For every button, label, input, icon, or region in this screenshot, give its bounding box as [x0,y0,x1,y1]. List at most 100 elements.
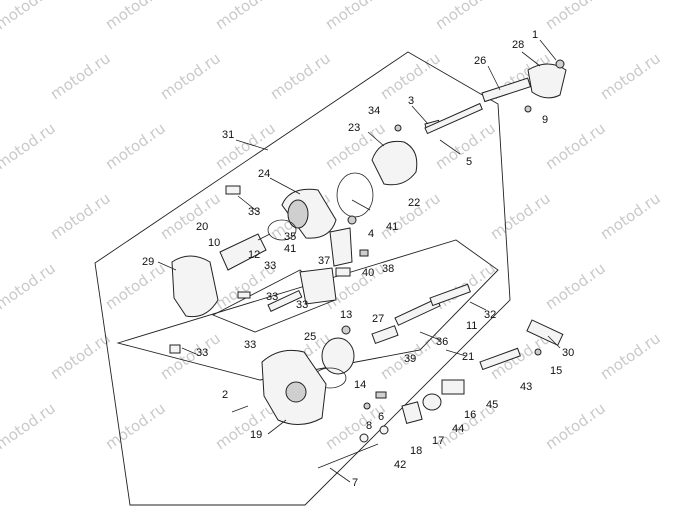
callout-34: 34 [368,105,380,117]
callout-33b: 33 [264,260,276,272]
idler-gear-part [401,401,423,424]
watermark-text: motod.ru [102,259,169,313]
callout-21: 21 [462,351,474,363]
watermark-text: motod.ru [542,119,609,173]
washer-part-18 [379,425,389,435]
terminal-bolt-part [359,249,369,257]
callout-36: 36 [436,336,448,348]
callout-29: 29 [142,256,154,268]
watermark-text: motod.ru [542,399,609,453]
callout-39: 39 [404,353,416,365]
callout-labels: 1 2 3 4 5 6 7 8 9 10 11 12 13 14 15 16 1… [142,29,574,489]
watermark-text: motod.ru [102,399,169,453]
callout-24: 24 [258,168,270,180]
lever-shaft-part [481,77,532,103]
callout-27: 27 [372,313,384,325]
callout-4: 4 [368,228,374,240]
small-bearing-part [169,344,181,354]
end-cap-part [527,63,567,99]
watermark-text: motod.ru [102,119,169,173]
bolt-part-6 [375,391,387,399]
parts [169,59,567,469]
callout-33a: 33 [248,206,260,218]
washer-part-9 [524,105,532,113]
armature-part [219,233,267,271]
callout-45: 45 [486,399,498,411]
callout-42: 42 [394,459,406,471]
callout-33f: 33 [296,299,308,311]
callout-28: 28 [512,39,524,51]
long-bolt-part [317,443,379,469]
callout-11: 11 [466,320,477,332]
insulator-part [335,267,351,277]
callout-3: 3 [408,95,414,107]
gasket-plate-part [299,267,337,305]
callout-43: 43 [520,381,532,393]
brush-part [225,185,241,195]
callout-6: 6 [378,411,384,423]
callout-14: 14 [354,379,366,391]
callout-2: 2 [222,389,228,401]
callout-32: 32 [484,309,496,321]
callout-26: 26 [474,55,486,67]
watermark-text: motod.ru [322,0,389,33]
callout-41a: 41 [386,221,398,233]
callout-25: 25 [304,331,316,343]
callout-10: 10 [208,237,220,249]
watermark-text: motod.ru [542,0,609,33]
callout-9: 9 [542,114,548,126]
idler-shaft-part [479,347,521,371]
through-rod-part [424,102,483,135]
callout-13: 13 [340,309,352,321]
watermark-text: motod.ru [597,189,664,243]
armature-shaft [257,233,271,241]
callout-33d: 33 [196,347,208,359]
callout-12: 12 [248,249,260,261]
watermark-text: motod.ru [47,49,114,103]
callout-19: 19 [250,429,262,441]
watermark-text: motod.ru [212,0,279,33]
screw-part-34 [394,124,402,132]
callout-15: 15 [550,365,562,377]
callout-40: 40 [362,267,374,279]
spring-part-27 [371,325,399,345]
callout-33e: 33 [244,339,256,351]
pinion-gear-part [321,337,355,375]
nut-part-4 [347,215,357,225]
callout-35: 35 [284,231,296,243]
screw-part-2 [231,405,249,413]
spring-part-44 [422,393,442,411]
clutch-shaft-part [429,283,471,307]
callout-20: 20 [196,221,208,233]
brush-spring-part [237,291,251,299]
retainer-part-13 [341,325,351,335]
callout-31: 31 [222,129,234,141]
frame-outer [94,51,511,506]
watermark-text: motod.ru [597,49,664,103]
watermark-text: motod.ru [47,329,114,383]
callout-7: 7 [352,477,358,489]
watermark-text: motod.ru [102,0,169,33]
callout-41b: 41 [284,243,296,255]
brush-holder-part [371,140,418,186]
callout-5: 5 [466,156,472,168]
washer-part-8 [363,402,371,410]
watermark-text: motod.ru [0,0,59,33]
washer-part-42 [359,433,369,443]
callout-8: 8 [366,420,372,432]
drive-housing-part [171,255,219,318]
callout-38: 38 [382,263,394,275]
watermark-text: motod.ru [432,0,499,33]
callout-18: 18 [410,445,422,457]
housing-bore [285,381,307,403]
watermark-text: motod.ru [322,399,389,453]
watermark-text: motod.ru [157,189,224,243]
washer-part-15 [534,348,542,356]
watermark-text: motod.ru [157,49,224,103]
frame-lower [116,239,499,381]
callout-44: 44 [452,423,464,435]
watermark-text: motod.ru [0,259,59,313]
o-ring-part-35 [267,219,297,241]
